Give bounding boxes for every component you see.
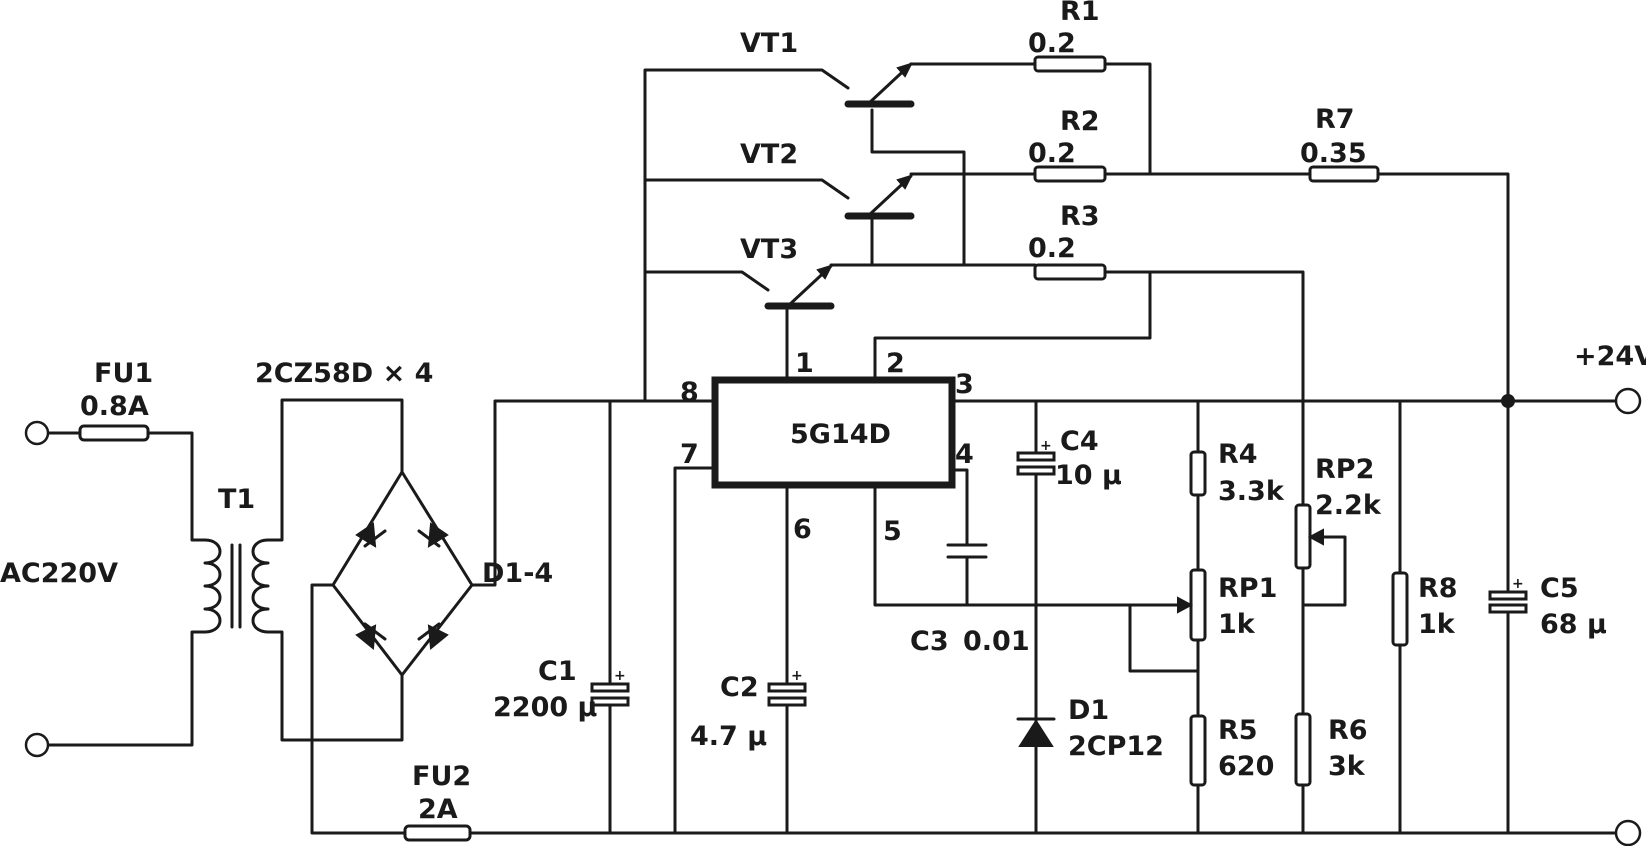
ac-input-label: AC220V bbox=[0, 558, 118, 589]
output-terminal-ground bbox=[1614, 819, 1642, 846]
r3-ref: R3 bbox=[1060, 201, 1100, 232]
c1-ref: C1 bbox=[538, 656, 577, 687]
ac-input-terminal-bottom bbox=[24, 732, 50, 758]
transistor-vt1-symbol bbox=[844, 62, 915, 108]
potentiometer-rp1-symbol bbox=[1177, 568, 1207, 642]
r1-ref: R1 bbox=[1060, 0, 1100, 27]
c4-value: 10 μ bbox=[1055, 460, 1122, 491]
r4-value: 3.3k bbox=[1218, 476, 1285, 507]
vt2-ref: VT2 bbox=[740, 139, 798, 170]
vt3-ref: VT3 bbox=[740, 234, 798, 265]
ic-pin-3: 3 bbox=[955, 369, 974, 400]
bridge-ref-label: D1-4 bbox=[482, 558, 553, 589]
r1-value: 0.2 bbox=[1028, 28, 1076, 59]
capacitor-c1-symbol: + bbox=[590, 668, 630, 707]
resistor-r2-symbol bbox=[1033, 165, 1107, 183]
fuse-fu1-symbol bbox=[78, 424, 150, 442]
c3-ref: C3 bbox=[910, 626, 949, 657]
c5-value: 68 μ bbox=[1540, 609, 1607, 640]
transistor-vt2-symbol bbox=[844, 174, 915, 220]
resistor-r1-symbol bbox=[1033, 55, 1107, 73]
t1-ref: T1 bbox=[218, 484, 255, 515]
d1-value: 2CP12 bbox=[1068, 731, 1164, 762]
diode-d1-symbol bbox=[1016, 717, 1056, 764]
c1-polarity: + bbox=[614, 668, 626, 684]
resistor-r3-symbol bbox=[1033, 263, 1107, 281]
resistor-r5-symbol bbox=[1189, 714, 1207, 787]
transistor-vt3-symbol bbox=[764, 264, 835, 310]
rp1-value: 1k bbox=[1218, 609, 1256, 640]
c2-ref: C2 bbox=[720, 672, 759, 703]
output-terminal-positive bbox=[1614, 387, 1642, 415]
r8-ref: R8 bbox=[1418, 573, 1458, 604]
ic-part-label: 5G14D bbox=[790, 419, 891, 450]
ic-pin-7: 7 bbox=[680, 439, 699, 470]
capacitor-c2-symbol: + bbox=[767, 668, 807, 707]
ic-pin-1: 1 bbox=[795, 348, 814, 379]
ic-pin-6: 6 bbox=[793, 514, 812, 545]
resistor-r4-symbol bbox=[1189, 450, 1207, 497]
capacitor-c4-symbol: + bbox=[1016, 438, 1056, 476]
bridge-part-label: 2CZ58D × 4 bbox=[255, 358, 433, 389]
rp1-ref: RP1 bbox=[1218, 573, 1277, 604]
transformer-t1-symbol bbox=[203, 538, 270, 634]
r5-ref: R5 bbox=[1218, 715, 1258, 746]
r8-value: 1k bbox=[1418, 609, 1456, 640]
c2-polarity: + bbox=[791, 668, 803, 684]
c5-polarity: + bbox=[1512, 576, 1524, 592]
output-voltage-label: +24V bbox=[1574, 341, 1646, 372]
c3-value: 0.01 bbox=[963, 626, 1030, 657]
ic-5g14d bbox=[711, 376, 956, 489]
fu2-value: 2A bbox=[418, 794, 458, 825]
vt1-ref: VT1 bbox=[740, 28, 798, 59]
r3-value: 0.2 bbox=[1028, 233, 1076, 264]
r2-ref: R2 bbox=[1060, 106, 1100, 137]
fu1-value: 0.8A bbox=[80, 391, 149, 422]
resistor-r6-symbol bbox=[1294, 712, 1312, 787]
fu2-ref: FU2 bbox=[412, 761, 471, 792]
ic-pin-8: 8 bbox=[680, 377, 699, 408]
c1-value: 2200 μ bbox=[493, 692, 598, 723]
fuse-fu2-symbol bbox=[403, 824, 472, 842]
output-junction-dot bbox=[1501, 394, 1515, 408]
resistor-r7-symbol bbox=[1308, 165, 1380, 183]
c4-ref: C4 bbox=[1060, 426, 1099, 457]
wires bbox=[46, 62, 1618, 835]
c5-ref: C5 bbox=[1540, 573, 1579, 604]
capacitor-c3-symbol bbox=[946, 543, 988, 559]
r6-ref: R6 bbox=[1328, 715, 1368, 746]
d1-ref: D1 bbox=[1068, 695, 1109, 726]
c4-polarity: + bbox=[1040, 438, 1052, 454]
rp2-value: 2.2k bbox=[1315, 490, 1382, 521]
r5-value: 620 bbox=[1218, 751, 1274, 782]
rp2-ref: RP2 bbox=[1315, 454, 1374, 485]
bridge-rectifier-symbol bbox=[331, 470, 474, 677]
ac-input-terminal-top bbox=[24, 420, 50, 446]
capacitor-c5-symbol: + bbox=[1488, 576, 1528, 614]
resistor-r8-symbol bbox=[1391, 571, 1409, 647]
ic-pin-4: 4 bbox=[955, 439, 974, 470]
ic-pin-5: 5 bbox=[883, 516, 902, 547]
r7-value: 0.35 bbox=[1300, 138, 1367, 169]
r4-ref: R4 bbox=[1218, 439, 1258, 470]
fu1-ref: FU1 bbox=[94, 358, 153, 389]
r2-value: 0.2 bbox=[1028, 138, 1076, 169]
r6-value: 3k bbox=[1328, 751, 1366, 782]
potentiometer-rp2-symbol bbox=[1294, 503, 1324, 570]
ic-pin-2: 2 bbox=[886, 348, 905, 379]
r7-ref: R7 bbox=[1315, 104, 1355, 135]
c2-value: 4.7 μ bbox=[690, 721, 767, 752]
